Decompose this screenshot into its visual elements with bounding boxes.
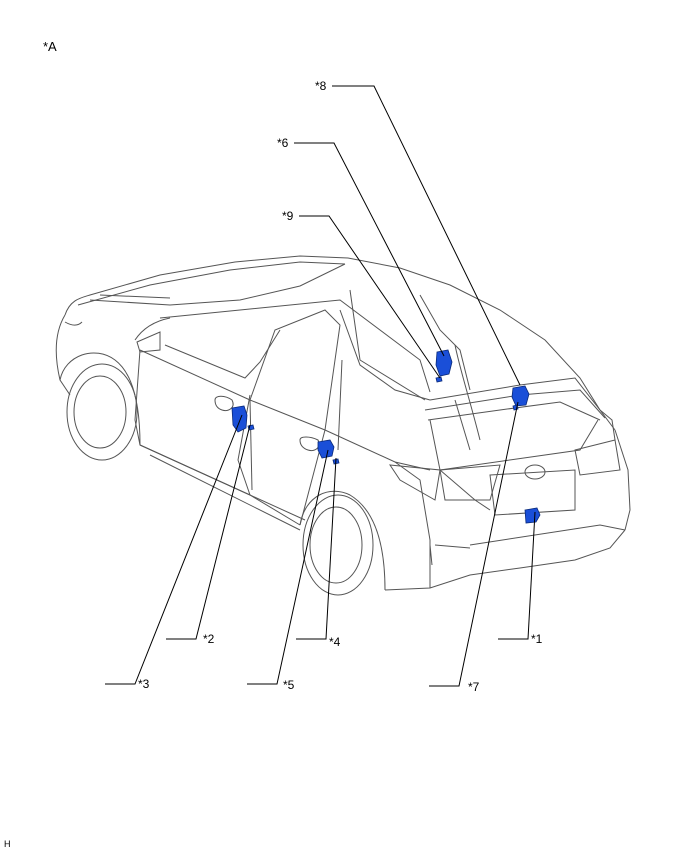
callout-3: *3 (138, 677, 150, 691)
callout-4: *4 (329, 635, 341, 649)
callout-5: *5 (283, 678, 295, 692)
leader-3 (105, 414, 243, 685)
leader-9 (299, 215, 441, 379)
leader-4 (296, 457, 337, 640)
corner-code: H (4, 839, 11, 849)
callout-7: *7 (468, 680, 480, 694)
callout-9: *9 (282, 209, 294, 223)
leader-5 (247, 449, 329, 685)
component-upper-assembly (435, 349, 453, 377)
component-rear-door-lock (317, 439, 335, 459)
components (231, 349, 541, 524)
leader-7 (429, 401, 519, 687)
component-rear-bumper (524, 507, 541, 524)
callout-8: *8 (315, 79, 327, 93)
leader-1 (498, 511, 536, 640)
leader-6 (294, 142, 445, 357)
component-hatch-lock (511, 385, 530, 407)
leader-lines (105, 85, 536, 687)
component-front-door-lock (231, 405, 248, 433)
leader-2 (166, 424, 251, 640)
vehicle-outline (55, 255, 631, 596)
figure-label: *A (43, 39, 57, 54)
callout-2: *2 (203, 632, 215, 646)
leader-8 (332, 85, 521, 386)
callout-1: *1 (531, 632, 543, 646)
component-upper-switch (435, 376, 443, 383)
callout-6: *6 (277, 136, 289, 150)
